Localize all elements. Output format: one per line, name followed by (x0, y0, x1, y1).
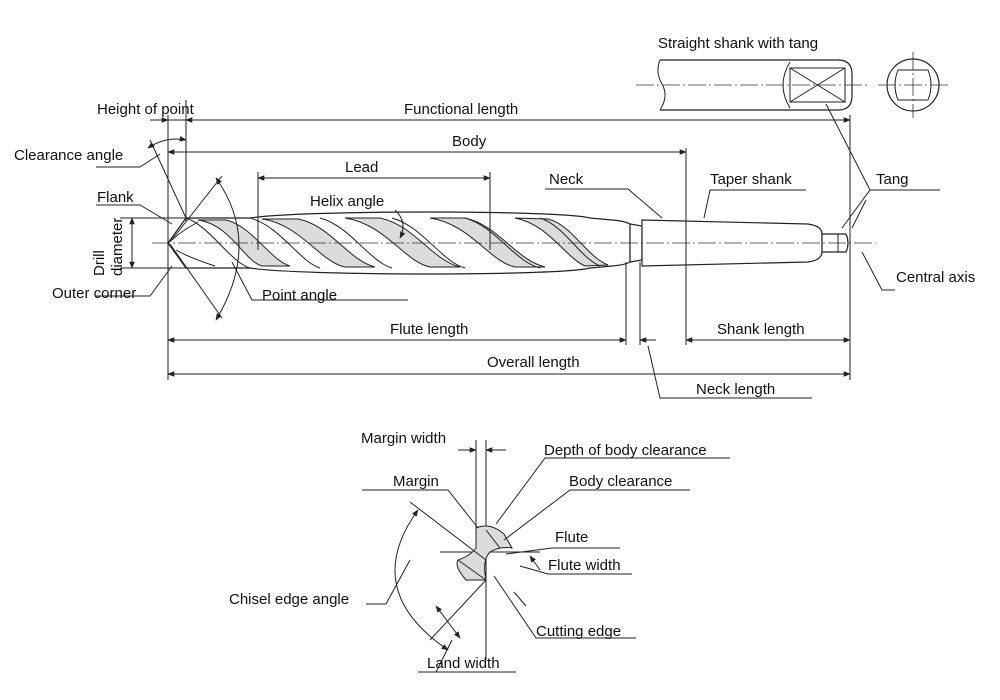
label-cutting-edge: Cutting edge (536, 623, 621, 640)
end-view-web (456, 525, 513, 581)
land-3 (344, 217, 461, 268)
label-body-clearance: Body clearance (569, 473, 672, 490)
label-outer-corner: Outer corner (52, 285, 136, 302)
leader-point-angle (231, 261, 408, 301)
label-height-of-point: Height of point (97, 101, 195, 118)
twist-drill-side-view (152, 211, 876, 275)
leader-taper-shank (703, 189, 806, 219)
label-overall-length: Overall length (487, 354, 580, 371)
label-flute: Flute (555, 529, 588, 546)
label-central-axis: Central axis (896, 269, 975, 286)
label-body: Body (452, 133, 487, 150)
leader-flank (96, 204, 173, 225)
label-point-angle: Point angle (262, 287, 337, 304)
label-taper-shank: Taper shank (710, 171, 792, 188)
straight-shank-break (657, 59, 666, 111)
label-clearance-angle: Clearance angle (14, 147, 123, 164)
label-drill: Drill (91, 250, 108, 276)
leader-neck-length (647, 345, 690, 399)
leader-clearance-angle (96, 153, 161, 168)
label-diameter: diameter (109, 218, 126, 276)
leader-outer-corner (96, 265, 173, 297)
label-lead: Lead (345, 159, 378, 176)
label-neck: Neck (549, 171, 584, 188)
label-margin-width: Margin width (361, 430, 446, 447)
cutting-lip (171, 221, 199, 241)
label-land-width: Land width (427, 655, 500, 672)
label-functional-length: Functional length (404, 101, 518, 118)
main-leaders (96, 103, 940, 399)
leader-neck (545, 188, 663, 219)
label-straight-shank-with-tang: Straight shank with tang (658, 35, 818, 52)
straight-shank-with-tang-view (636, 52, 950, 118)
label-chisel-edge-angle: Chisel edge angle (229, 591, 349, 608)
land-5 (514, 217, 609, 267)
drill-point-end-view (394, 440, 541, 660)
label-tang: Tang (876, 171, 909, 188)
label-depth-of-body-clearance: Depth of body clearance (544, 442, 707, 459)
section-leaders (362, 457, 730, 673)
label-flute-width: Flute width (548, 557, 621, 574)
label-flute-length: Flute length (390, 321, 468, 338)
label-neck-length: Neck length (696, 381, 775, 398)
label-margin: Margin (393, 473, 439, 490)
label-helix-angle: Helix angle (310, 193, 384, 210)
label-flank: Flank (97, 189, 134, 206)
leader-tang (841, 189, 940, 229)
main-dimensions (120, 100, 851, 380)
leader-central-axis (861, 251, 895, 291)
tang-end-view (894, 69, 932, 101)
label-shank-length: Shank length (717, 321, 805, 338)
